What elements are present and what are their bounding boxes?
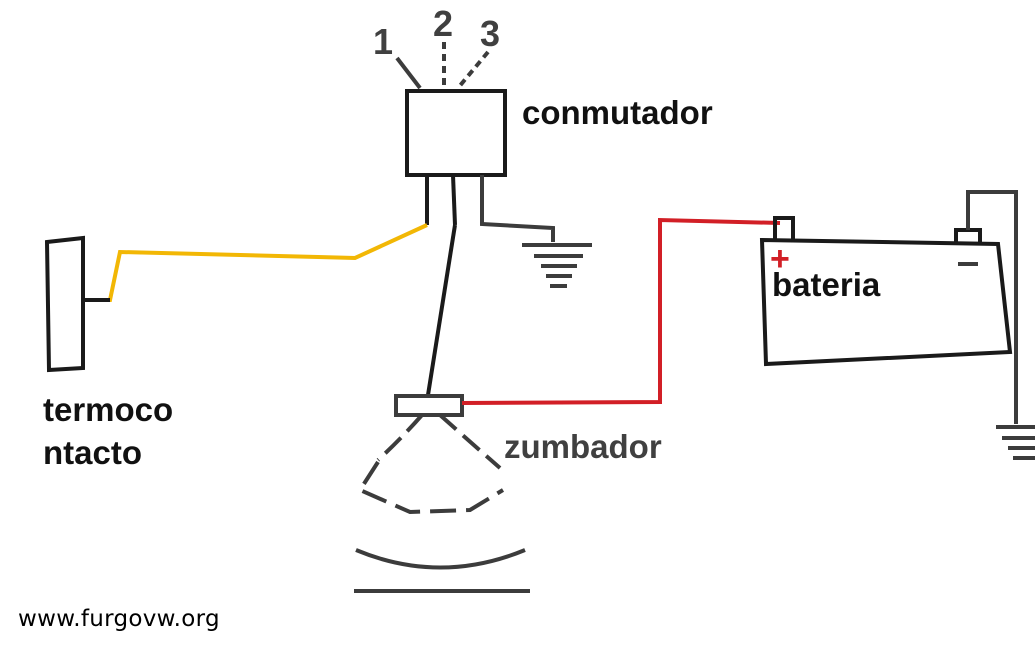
black-wire-to-buzzer — [426, 224, 457, 396]
red-wire — [461, 217, 781, 405]
battery-ground-wire — [966, 190, 1018, 424]
ground-symbol-switch — [522, 243, 592, 288]
switch-pin-3-lead — [456, 50, 490, 90]
switch-box — [405, 89, 507, 177]
yellow-wire — [90, 223, 428, 302]
buzzer-symbol — [354, 394, 530, 593]
switch-label: conmutador — [522, 94, 713, 131]
switch-pin-3-label: 3 — [480, 13, 501, 54]
ground-symbol-battery — [996, 425, 1035, 460]
switch-pin-2-label: 2 — [433, 3, 454, 44]
thermo-label-line2: ntacto — [43, 434, 142, 471]
switch-pin-1-lead — [395, 56, 422, 90]
watermark: www.furgovw.org — [18, 606, 220, 632]
thermo-label-line1: termoco — [43, 391, 174, 428]
switch-to-ground-wire — [480, 175, 555, 242]
battery-label: bateria — [772, 266, 881, 303]
thermo-contact-sensor — [44, 235, 85, 373]
buzzer-label: zumbador — [504, 428, 662, 465]
switch-out-middle — [451, 174, 457, 226]
battery-plus-sign: + — [770, 240, 790, 278]
switch-pin-1-label: 1 — [373, 21, 394, 62]
